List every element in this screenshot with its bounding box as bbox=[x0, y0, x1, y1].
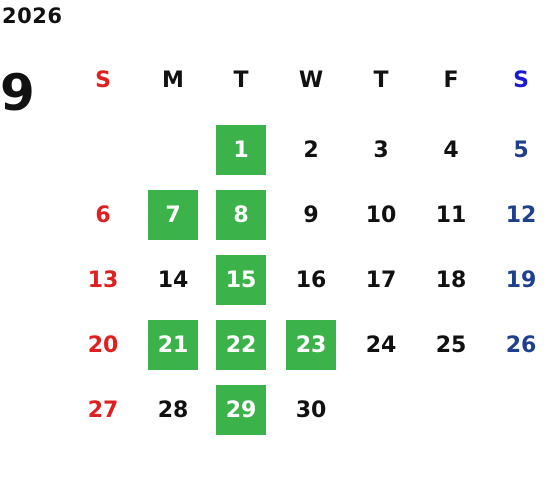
day-cell: 3 bbox=[373, 137, 389, 163]
day-cell: 4 bbox=[443, 137, 459, 163]
month-number: 9 bbox=[0, 64, 35, 122]
day-cell: 11 bbox=[435, 202, 467, 228]
weekday-header-sun: S bbox=[95, 67, 111, 93]
day-cell: 10 bbox=[365, 202, 397, 228]
day-cell-highlighted: 7 bbox=[148, 190, 198, 240]
day-cell: 13 bbox=[87, 267, 119, 293]
day-cell: 19 bbox=[505, 267, 537, 293]
day-cell: 5 bbox=[513, 137, 529, 163]
day-cell: 28 bbox=[157, 397, 189, 423]
day-cell-highlighted: 21 bbox=[148, 320, 198, 370]
day-cell: 30 bbox=[295, 397, 327, 423]
day-cell: 18 bbox=[435, 267, 467, 293]
weekday-header-sat: S bbox=[513, 67, 529, 93]
day-cell: 17 bbox=[365, 267, 397, 293]
weekday-header-tue: T bbox=[233, 67, 249, 93]
weekday-header-wed: W bbox=[298, 67, 324, 93]
year-label: 2026 bbox=[2, 4, 63, 28]
day-cell: 27 bbox=[87, 397, 119, 423]
day-cell-highlighted: 1 bbox=[216, 125, 266, 175]
day-cell-highlighted: 8 bbox=[216, 190, 266, 240]
day-cell: 25 bbox=[435, 332, 467, 358]
day-cell: 2 bbox=[303, 137, 319, 163]
day-cell: 26 bbox=[505, 332, 537, 358]
day-cell: 6 bbox=[95, 202, 111, 228]
day-cell: 14 bbox=[157, 267, 189, 293]
weekday-header-fri: F bbox=[443, 67, 459, 93]
day-cell: 12 bbox=[505, 202, 537, 228]
day-cell: 24 bbox=[365, 332, 397, 358]
day-cell: 9 bbox=[303, 202, 319, 228]
day-cell-highlighted: 23 bbox=[286, 320, 336, 370]
day-cell: 16 bbox=[295, 267, 327, 293]
day-cell: 20 bbox=[87, 332, 119, 358]
weekday-header-thu: T bbox=[373, 67, 389, 93]
day-cell-highlighted: 22 bbox=[216, 320, 266, 370]
weekday-header-mon: M bbox=[162, 67, 184, 93]
day-cell-highlighted: 29 bbox=[216, 385, 266, 435]
day-cell-highlighted: 15 bbox=[216, 255, 266, 305]
